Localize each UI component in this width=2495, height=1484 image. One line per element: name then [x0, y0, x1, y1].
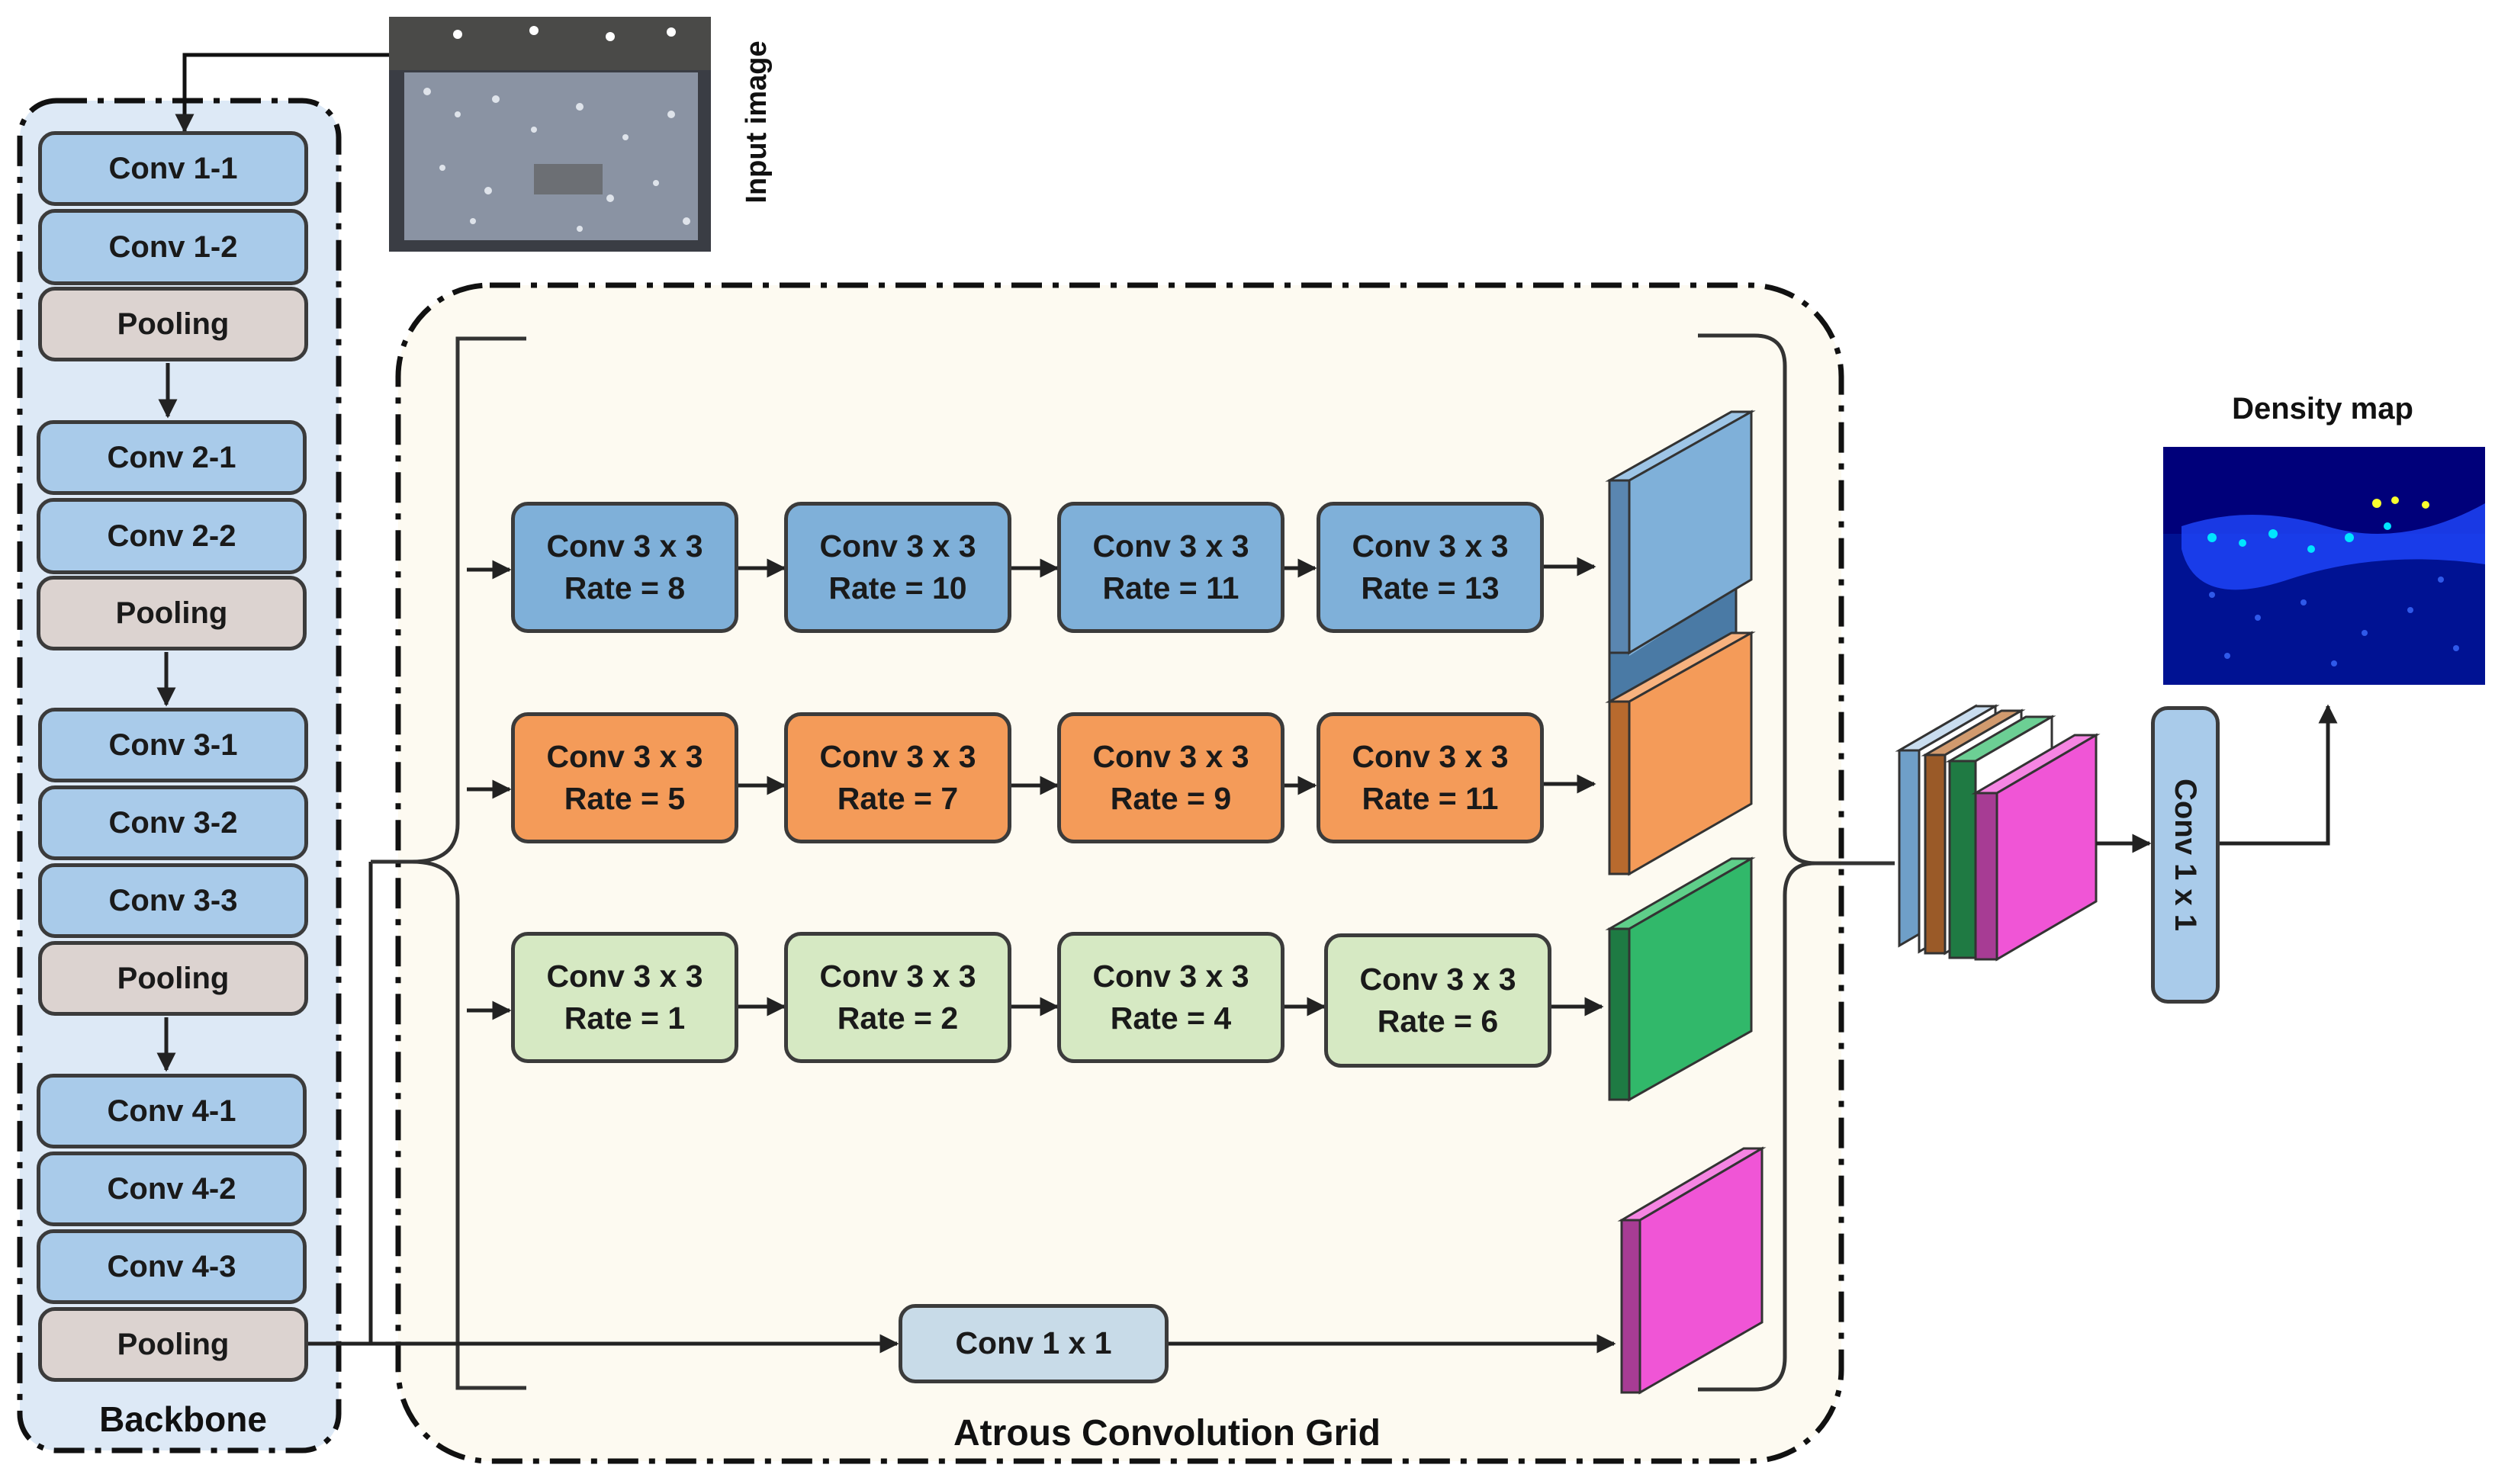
- branch-3-block-4: Conv 3 x 3 Rate = 6: [1324, 933, 1551, 1068]
- backbone-conv-2-1: Conv 2-1: [37, 420, 307, 495]
- block-rate: Rate = 6: [1377, 1004, 1499, 1039]
- block-rate: Rate = 2: [837, 1001, 959, 1036]
- branch-2-block-3: Conv 3 x 3 Rate = 9: [1057, 712, 1284, 843]
- input-arrow: [175, 53, 389, 133]
- block-op: Conv 3 x 3: [1352, 528, 1509, 564]
- backbone-pooling-1: Pooling: [38, 287, 308, 361]
- backbone-pooling-4: Pooling: [38, 1307, 308, 1382]
- block-op: Conv 3 x 3: [546, 958, 703, 994]
- grid-title: Atrous Convolution Grid: [953, 1413, 1381, 1453]
- backbone-conv-3-1: Conv 3-1: [38, 708, 308, 782]
- block-op: Conv 3 x 3: [819, 958, 976, 994]
- concat-stack: [1895, 704, 2101, 962]
- branch-2-block-2: Conv 3 x 3 Rate = 7: [784, 712, 1011, 843]
- branch-3-block-3: Conv 3 x 3 Rate = 4: [1057, 932, 1284, 1063]
- block-rate: Rate = 11: [1362, 781, 1499, 816]
- backbone-pooling-2: Pooling: [37, 576, 307, 650]
- branch-2-block-1: Conv 3 x 3 Rate = 5: [511, 712, 738, 843]
- block-rate: Rate = 13: [1361, 570, 1500, 605]
- block-rate: Rate = 7: [837, 781, 959, 816]
- branch-1-block-1: Conv 3 x 3 Rate = 8: [511, 502, 738, 633]
- block-rate: Rate = 8: [564, 570, 686, 605]
- block-op: Conv 3 x 3: [1352, 738, 1509, 774]
- block-op: Conv 3 x 3: [546, 528, 703, 564]
- cube-magenta: [1617, 1146, 1767, 1395]
- block-rate: Rate = 11: [1102, 570, 1239, 605]
- backbone-conv-1-2: Conv 1-2: [38, 209, 308, 285]
- backbone-conv-4-2: Conv 4-2: [37, 1152, 307, 1226]
- backbone-pooling-3: Pooling: [38, 941, 308, 1016]
- branch-2-block-4: Conv 3 x 3 Rate = 11: [1317, 712, 1544, 843]
- block-op: Conv 3 x 3: [546, 738, 703, 774]
- right-brace: [1698, 333, 1895, 866]
- block-op: Conv 3 x 3: [1092, 958, 1249, 994]
- backbone-conv-3-2: Conv 3-2: [38, 785, 308, 860]
- block-op: Conv 3 x 3: [1092, 528, 1249, 564]
- input-image-label: Input image: [740, 40, 773, 204]
- branch-1-block-3: Conv 3 x 3 Rate = 11: [1057, 502, 1284, 633]
- cube-green: [1605, 856, 1756, 1102]
- backbone-conv-4-3: Conv 4-3: [37, 1229, 307, 1304]
- block-rate: Rate = 1: [564, 1001, 686, 1036]
- backbone-conv-1-1: Conv 1-1: [38, 131, 308, 206]
- block-op: Conv 3 x 3: [819, 528, 976, 564]
- bottom-branch-conv: Conv 1 x 1: [899, 1304, 1169, 1383]
- block-op: Conv 3 x 3: [1359, 961, 1516, 997]
- final-out-arrow: [2220, 704, 2338, 846]
- backbone-title: Backbone: [99, 1399, 267, 1439]
- branch-3-block-1: Conv 3 x 3 Rate = 1: [511, 932, 738, 1063]
- cube-blue: [1605, 410, 1756, 726]
- backbone-conv-3-3: Conv 3-3: [38, 863, 308, 938]
- final-conv-label: Conv 1 x 1: [2169, 778, 2203, 932]
- backbone-conv-2-2: Conv 2-2: [37, 498, 307, 574]
- block-op: Conv 3 x 3: [1092, 738, 1249, 774]
- block-rate: Rate = 5: [564, 781, 686, 816]
- input-image: [389, 17, 711, 252]
- block-rate: Rate = 4: [1110, 1001, 1232, 1036]
- final-conv-block: Conv 1 x 1: [2151, 706, 2220, 1004]
- backbone-conv-4-1: Conv 4-1: [37, 1074, 307, 1148]
- block-op: Conv 3 x 3: [819, 738, 976, 774]
- branch-1-block-2: Conv 3 x 3 Rate = 10: [784, 502, 1011, 633]
- block-rate: Rate = 9: [1110, 781, 1232, 816]
- branch-3-block-2: Conv 3 x 3 Rate = 2: [784, 932, 1011, 1063]
- cube-orange: [1605, 631, 1756, 876]
- right-brace-lower: [1698, 861, 1816, 1392]
- block-rate: Rate = 10: [828, 570, 967, 605]
- left-brace-lower: [411, 859, 526, 1390]
- branch-1-block-4: Conv 3 x 3 Rate = 13: [1317, 502, 1544, 633]
- density-map-title: Density map: [2232, 392, 2413, 426]
- density-map: [2163, 447, 2485, 685]
